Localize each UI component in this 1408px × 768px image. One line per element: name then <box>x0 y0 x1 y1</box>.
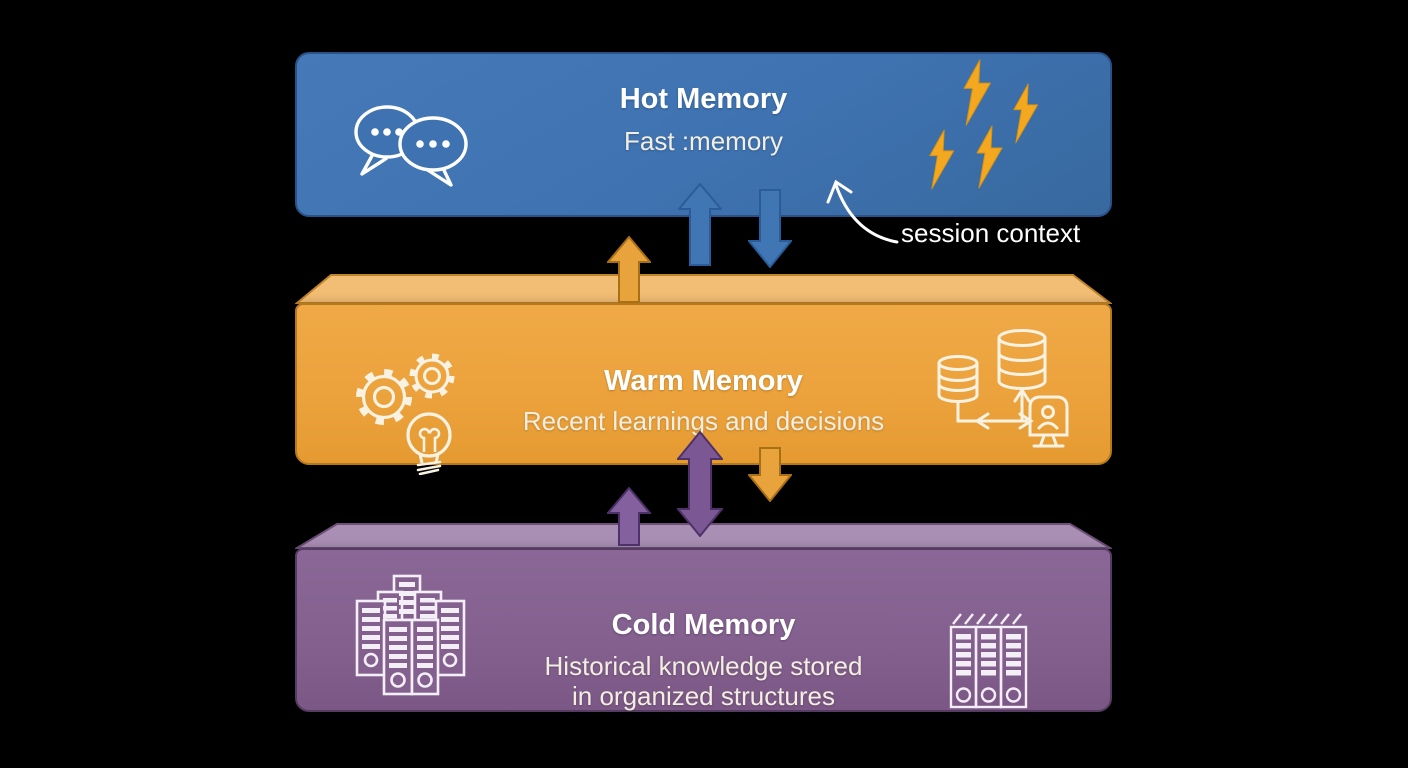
arrow-purple-up-icon <box>607 487 651 546</box>
session-context-label: session context <box>901 218 1081 248</box>
database-sync-icon <box>937 329 1069 448</box>
session-context-arrow <box>826 179 899 244</box>
arrow-blue-down-icon <box>748 189 792 268</box>
arrow-blue-up-icon <box>678 183 722 266</box>
chat-bubbles-icon <box>354 105 468 187</box>
cold-memory-top-face <box>295 523 1112 549</box>
lightning-bolts-icon <box>929 59 1039 190</box>
warm-memory-top-face <box>295 274 1112 304</box>
cold-memory-layer: Cold Memory Historical knowledge stored … <box>295 548 1112 712</box>
arrow-purple-double-headed-icon <box>677 431 723 537</box>
arrow-orange-up-icon <box>607 236 651 303</box>
binder-stack-icon <box>355 574 466 696</box>
gears-lightbulb-icon <box>356 353 455 475</box>
arrow-orange-down-icon <box>748 447 792 502</box>
binder-shelf-icon <box>949 613 1028 709</box>
